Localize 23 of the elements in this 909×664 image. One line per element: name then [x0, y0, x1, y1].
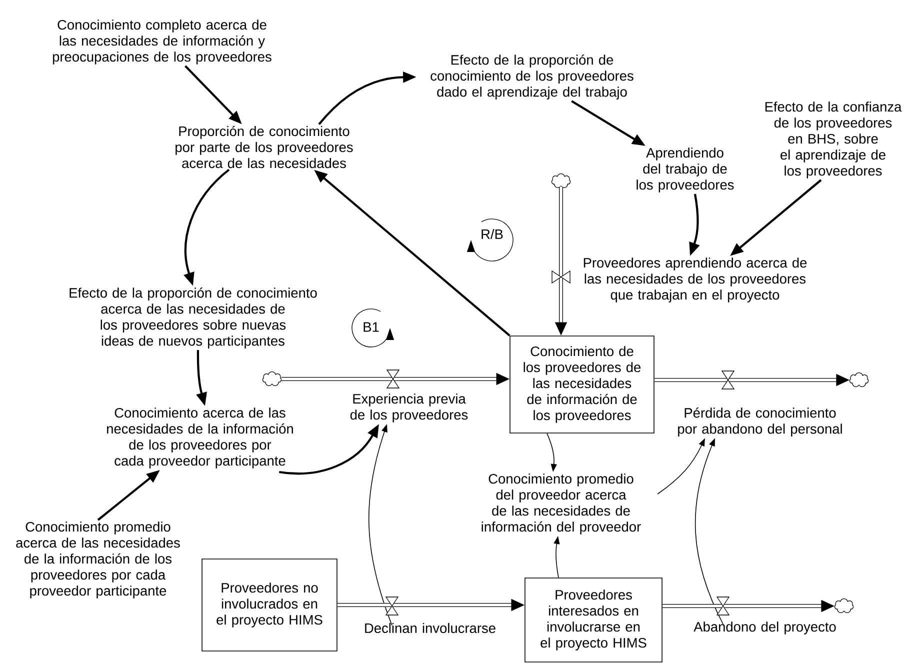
flow-label: Declinan involucrarse [365, 622, 496, 634]
variable-label: Proporción de conocimiento por parte de los proveedores acerca de las necesidades [176, 126, 353, 168]
variable-label: Conocimiento promedio acerca de las necesidades de la información de los proveedores por cada proveedor participante [16, 522, 180, 598]
stock-box: Proveedores no involucrados en el proyecto HIMS [202, 558, 338, 652]
cloud-symbol [551, 173, 571, 188]
variable-label: Efecto de la proporción de conocimiento acerca de las necesidades de los proveedores sobre nuevas ideas de nuevos participantes [70, 288, 317, 348]
cloud-symbol [834, 598, 854, 614]
variable-label: Efecto de la proporción de conocimiento de los proveedores dado el aprendizaje del trabajo [430, 54, 634, 100]
cloud-symbol [849, 372, 869, 388]
loop-label: B1 [364, 322, 379, 332]
cloud-symbol [262, 371, 282, 386]
stock-box: Conocimiento de los proveedores de las necesidades de información de los proveedores [510, 336, 654, 434]
variable-label: Conocimiento acerca de las necesidades de la información de los proveedores por cada proveedor participante [107, 408, 293, 468]
variable-label: Conocimiento promedio del proveedor acerca de las necesidades de información del proveedor [482, 474, 641, 534]
stock-box: Proveedores interesados en involucrarse en el proyecto HIMS [524, 578, 662, 662]
flow-label: Abandono del proyecto [694, 622, 836, 634]
loop-label: R/B [482, 228, 503, 240]
variable-label: Conocimiento completo acerca de las necesidades de información y preocupaciones de los proveedores [52, 20, 272, 64]
variable-label: Efecto de la confianza de los proveedores en BHS, sobre el aprendizaje de los proveedores [765, 102, 902, 178]
variable-label: Aprendiendo del trabajo de los proveedores [636, 148, 734, 192]
flow-label: Experiencia previa de los proveedores [350, 394, 468, 422]
flow-label: Pérdida de conocimiento por abandono del personal [678, 408, 842, 436]
variable-label: Proveedores aprendiendo acerca de las necesidades de los proveedores que trabajan en el proyecto [584, 258, 807, 302]
